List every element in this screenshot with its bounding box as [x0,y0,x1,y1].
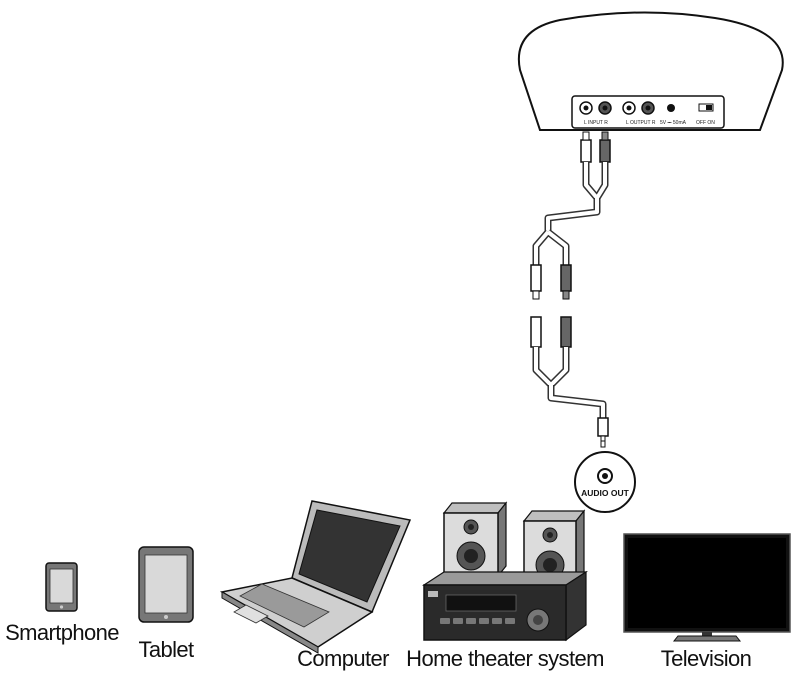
audio-out-jack[interactable]: AUDIO OUT [574,451,636,513]
television-label: Television [661,646,752,671]
smartphone-label: Smartphone [5,620,119,645]
speaker-unit: L INPUT R L OUTPUT R 5V ⎓ 50mA OFF ON [517,11,784,131]
audio-out-label: AUDIO OUT [581,488,630,498]
dc-power-jack[interactable] [667,104,675,112]
computer-label: Computer [297,646,389,671]
output-label: L OUTPUT R [626,120,656,126]
right-speaker-icon [522,509,586,588]
minijack-cable [532,347,609,448]
receiver-icon [421,570,589,642]
left-speaker-icon [442,501,508,578]
tablet-label: Tablet [138,637,194,662]
television-icon [623,533,791,642]
tablet-icon [138,546,194,623]
home-theater-icon [421,501,589,642]
rca-plug-pair [530,264,572,300]
speaker-back-panel: L INPUT R L OUTPUT R 5V ⎓ 50mA OFF ON [571,95,725,129]
smartphone-icon [45,562,78,612]
laptop-icon [219,500,412,654]
rca-cable [532,131,611,265]
home-theater-label: Home theater system [406,646,604,671]
rca-socket-pair [530,316,572,348]
dc-label: 5V ⎓ 50mA [660,120,687,126]
switch-label: OFF ON [696,120,715,126]
input-label: L INPUT R [584,120,608,126]
